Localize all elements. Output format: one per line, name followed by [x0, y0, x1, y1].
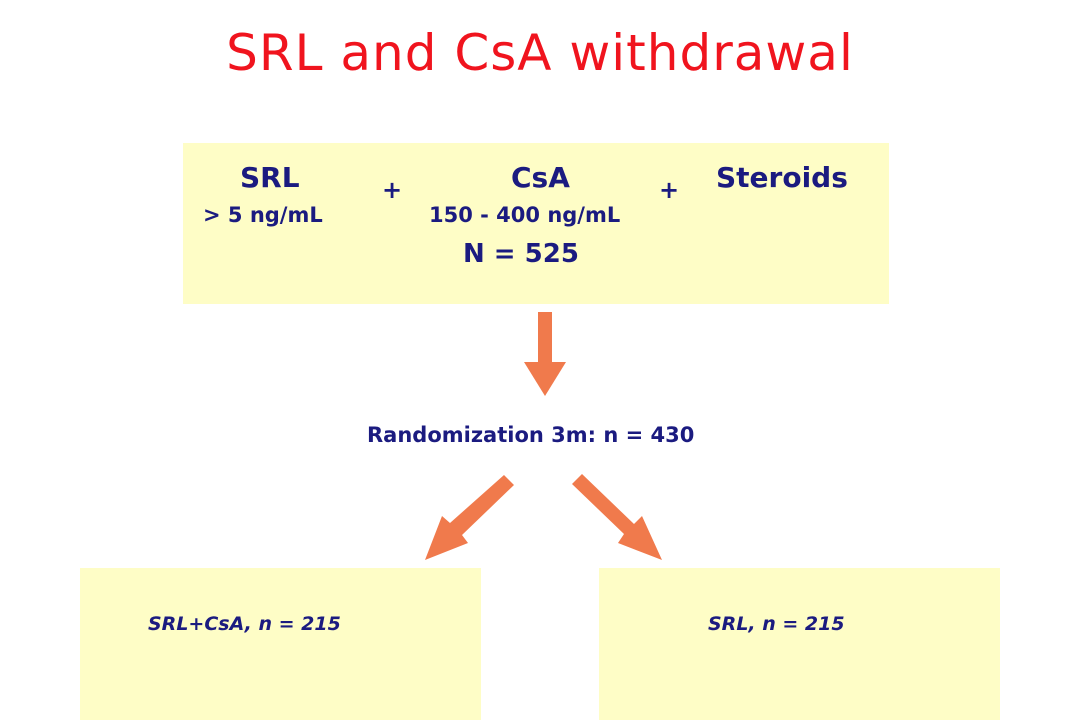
slide-title: SRL and CsA withdrawal	[226, 24, 854, 82]
arm-srl-box: SRL, n = 215	[599, 568, 1000, 720]
down-arrow	[524, 312, 566, 396]
left-diagonal-arrow	[425, 475, 514, 560]
total-n: N = 525	[463, 239, 579, 269]
arm-srl-csa-box: SRL+CsA, n = 215	[80, 568, 481, 720]
plus-sign-1: +	[382, 176, 403, 204]
srl-label: SRL	[240, 161, 300, 194]
right-diagonal-arrow	[572, 474, 662, 560]
plus-sign-2: +	[659, 176, 680, 204]
arm-srl-csa-label: SRL+CsA, n = 215	[148, 613, 341, 635]
srl-level: > 5 ng/mL	[203, 203, 323, 227]
arm-srl-label: SRL, n = 215	[708, 613, 845, 635]
csa-label: CsA	[511, 161, 570, 194]
csa-level: 150 - 400 ng/mL	[429, 203, 621, 227]
baseline-treatment-box: SRL > 5 ng/mL + CsA 150 - 400 ng/mL + St…	[183, 143, 889, 304]
steroids-label: Steroids	[716, 161, 848, 194]
randomization-label: Randomization 3m: n = 430	[367, 423, 695, 447]
